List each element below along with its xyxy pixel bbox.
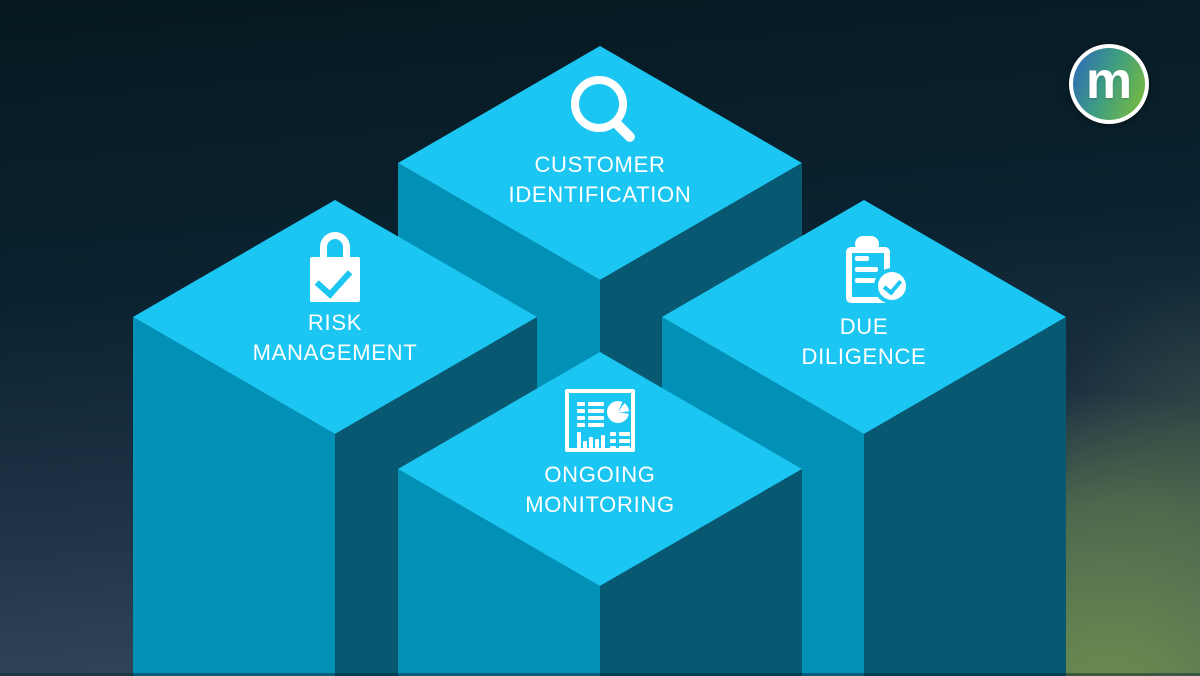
pillar-label-customer: CUSTOMER IDENTIFICATION xyxy=(450,150,750,210)
pillar-label-ongoing-line1: ONGOING xyxy=(544,462,656,487)
report-line xyxy=(610,446,616,450)
pie-chart-glyph xyxy=(607,401,629,423)
lock-shackle xyxy=(320,232,350,266)
pillar-label-risk: RISK MANAGEMENT xyxy=(185,308,485,368)
pillar-label-risk-line1: RISK xyxy=(307,310,363,335)
report-line xyxy=(619,439,630,443)
pillar-label-due-line2: DILIGENCE xyxy=(801,344,927,369)
clipboard-line xyxy=(855,256,869,261)
bar-chart-bar xyxy=(577,432,581,448)
search-icon-lens xyxy=(571,76,627,132)
brand-logo: m xyxy=(1069,44,1149,124)
bar-chart-bar xyxy=(595,439,599,448)
clipboard-clip xyxy=(855,236,879,252)
report-line xyxy=(577,402,585,406)
search-icon xyxy=(571,76,643,150)
bottom-edge-line xyxy=(0,673,1200,676)
pillar-label-due-line1: DUE xyxy=(839,314,889,339)
report-line xyxy=(577,409,585,413)
report-line xyxy=(610,432,616,436)
clipboard-line xyxy=(855,278,878,283)
pillar-label-customer-line1: CUSTOMER xyxy=(534,152,666,177)
pillar-label-customer-line2: IDENTIFICATION xyxy=(508,182,692,207)
report-line xyxy=(610,439,616,443)
bar-chart-bar xyxy=(589,437,593,448)
lock-check-icon xyxy=(310,232,360,302)
bar-chart-bar xyxy=(601,435,605,448)
clipboard-check-badge xyxy=(878,272,906,300)
report-line xyxy=(577,416,585,420)
brand-logo-gradient-circle: m xyxy=(1073,48,1145,120)
pillar-label-ongoing-line2: MONITORING xyxy=(525,492,675,517)
clipboard-check-icon xyxy=(845,236,909,304)
report-line xyxy=(619,432,630,436)
report-line xyxy=(588,416,604,420)
report-line xyxy=(588,409,604,413)
report-line xyxy=(577,423,585,427)
clipboard-line xyxy=(855,267,878,272)
pillar-label-ongoing: ONGOING MONITORING xyxy=(450,460,750,520)
report-line xyxy=(619,446,630,450)
bar-chart-bar xyxy=(583,441,587,448)
lock-body xyxy=(310,257,360,302)
report-line xyxy=(588,423,604,427)
pillar-label-risk-line2: MANAGEMENT xyxy=(252,340,418,365)
brand-logo-letter: m xyxy=(1085,52,1133,110)
pillar-label-due: DUE DILIGENCE xyxy=(714,312,1014,372)
dashboard-chart-icon xyxy=(565,389,635,452)
report-line xyxy=(588,402,604,406)
